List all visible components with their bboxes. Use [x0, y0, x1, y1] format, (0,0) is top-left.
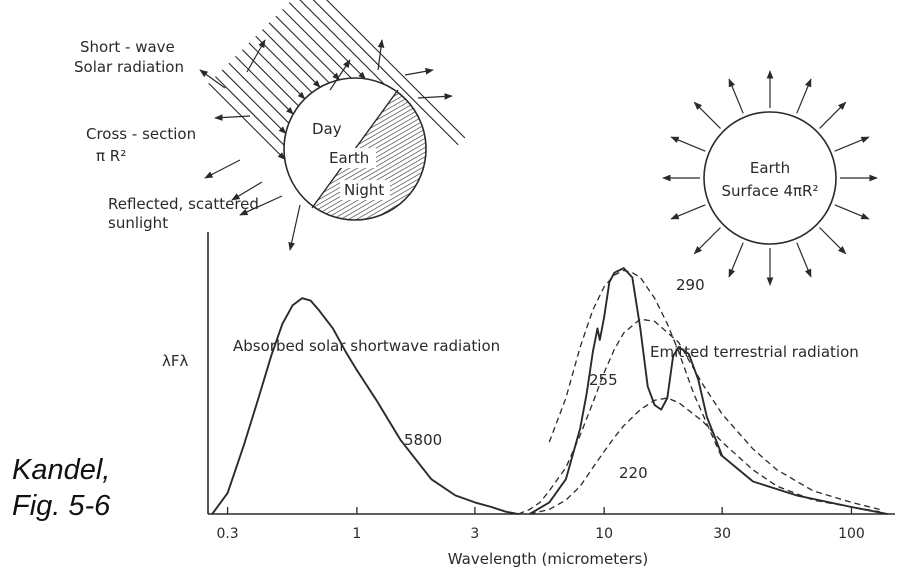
- solar-ray: [241, 49, 299, 107]
- x-axis-ticks: 0.3 1 3 10 30 100: [216, 507, 865, 542]
- emission-arrow: [670, 136, 706, 152]
- emission-arrow: [796, 242, 812, 278]
- shortwave-label-line2: Solar radiation: [74, 58, 184, 76]
- incoming-solar-rays: [208, 0, 466, 160]
- curve-bb_220: [529, 397, 880, 515]
- sunlit-earth: Day Earth Night: [283, 77, 427, 221]
- curve-solar: [211, 297, 519, 515]
- scatter-arrow: [329, 59, 351, 91]
- x-tick-label: 3: [470, 526, 479, 542]
- cross-section-label-line1: Cross - section: [86, 125, 196, 143]
- solar-ray: [288, 2, 366, 80]
- reflected-scatter-arrows: [199, 39, 453, 251]
- curve-bb_255: [518, 318, 880, 515]
- x-tick-label: 0.3: [216, 526, 238, 542]
- x-tick-label: 10: [595, 526, 613, 542]
- label-255: 255: [589, 371, 618, 389]
- spectrum-chart: 0.3 1 3 10 30 100 λFλ Wavelength (micrometers…: [162, 232, 895, 568]
- solar-ray: [228, 62, 290, 124]
- scatter-arrow: [288, 204, 301, 251]
- reflected-label-line2: sunlight: [108, 214, 168, 232]
- emission-arrow: [728, 242, 744, 278]
- earth-day-label: Day: [312, 120, 342, 138]
- outgoing-longwave-arrows: [662, 70, 878, 286]
- solar-ray: [214, 76, 285, 146]
- emission-arrow: [796, 78, 812, 114]
- spectrum-curves: [211, 267, 888, 515]
- emission-arrow: [693, 101, 721, 129]
- emission-arrow: [834, 136, 870, 152]
- solar-ray: [326, 0, 466, 139]
- label-290: 290: [676, 276, 705, 294]
- emission-arrow: [834, 204, 870, 220]
- solar-ray: [255, 35, 313, 93]
- earth-name-label: Earth: [329, 149, 369, 167]
- x-tick-label: 30: [713, 526, 731, 542]
- emission-arrow: [728, 78, 744, 114]
- earth-emission-diagram: Earth Surface 4πR²: [662, 70, 878, 286]
- solar-ray: [248, 42, 306, 100]
- terrestrial-curve-title: Emitted terrestrial radiation: [650, 343, 859, 361]
- curve-bb_290: [548, 269, 723, 459]
- curve-observed: [529, 267, 888, 515]
- shortwave-label-line1: Short - wave: [80, 38, 175, 56]
- earth-night-label: Night: [344, 181, 384, 199]
- solar-input-diagram: Day Earth Night Short - wave Solar radia…: [74, 0, 466, 251]
- scatter-arrow: [417, 93, 453, 100]
- figure-credit-line2: Fig. 5-6: [12, 490, 111, 522]
- figure-credit-line1: Kandel,: [12, 454, 111, 486]
- y-axis-label: λFλ: [162, 352, 189, 370]
- emitting-earth-label-line1: Earth: [750, 159, 790, 177]
- cross-section-label-line2: π R²: [96, 147, 126, 165]
- label-5800: 5800: [404, 431, 442, 449]
- x-tick-label: 1: [352, 526, 361, 542]
- label-220: 220: [619, 464, 648, 482]
- solar-ray: [261, 29, 321, 88]
- solar-ray: [275, 15, 341, 81]
- scatter-arrow: [231, 181, 263, 201]
- scatter-arrow: [239, 195, 283, 216]
- night-label-bg: [340, 180, 390, 200]
- solar-ray: [221, 69, 287, 135]
- solar-ray: [268, 22, 330, 84]
- x-tick-label: 100: [838, 526, 865, 542]
- scatter-arrow: [199, 69, 226, 89]
- emission-arrow: [819, 227, 847, 255]
- scatter-arrow: [246, 39, 266, 73]
- solar-ray: [282, 8, 352, 79]
- scatter-arrow: [404, 68, 434, 76]
- solar-ray: [312, 0, 459, 146]
- emission-arrow: [693, 227, 721, 255]
- solar-ray: [235, 55, 294, 115]
- x-axis-label: Wavelength (micrometers): [448, 550, 648, 568]
- reflected-label-line1: Reflected, scattered: [108, 195, 259, 213]
- emission-arrow: [819, 101, 847, 129]
- scatter-arrow: [204, 159, 241, 179]
- solar-ray: [208, 82, 286, 160]
- emission-arrow: [670, 204, 706, 220]
- emitting-earth-label-line2: Surface 4πR²: [722, 182, 819, 200]
- earth-label-bg: [326, 148, 376, 168]
- scatter-arrow: [377, 39, 385, 71]
- emitting-earth-disk: [703, 111, 837, 245]
- solar-ray: [299, 0, 385, 85]
- scatter-arrow: [214, 114, 251, 121]
- solar-curve-title: Absorbed solar shortwave radiation: [233, 337, 500, 355]
